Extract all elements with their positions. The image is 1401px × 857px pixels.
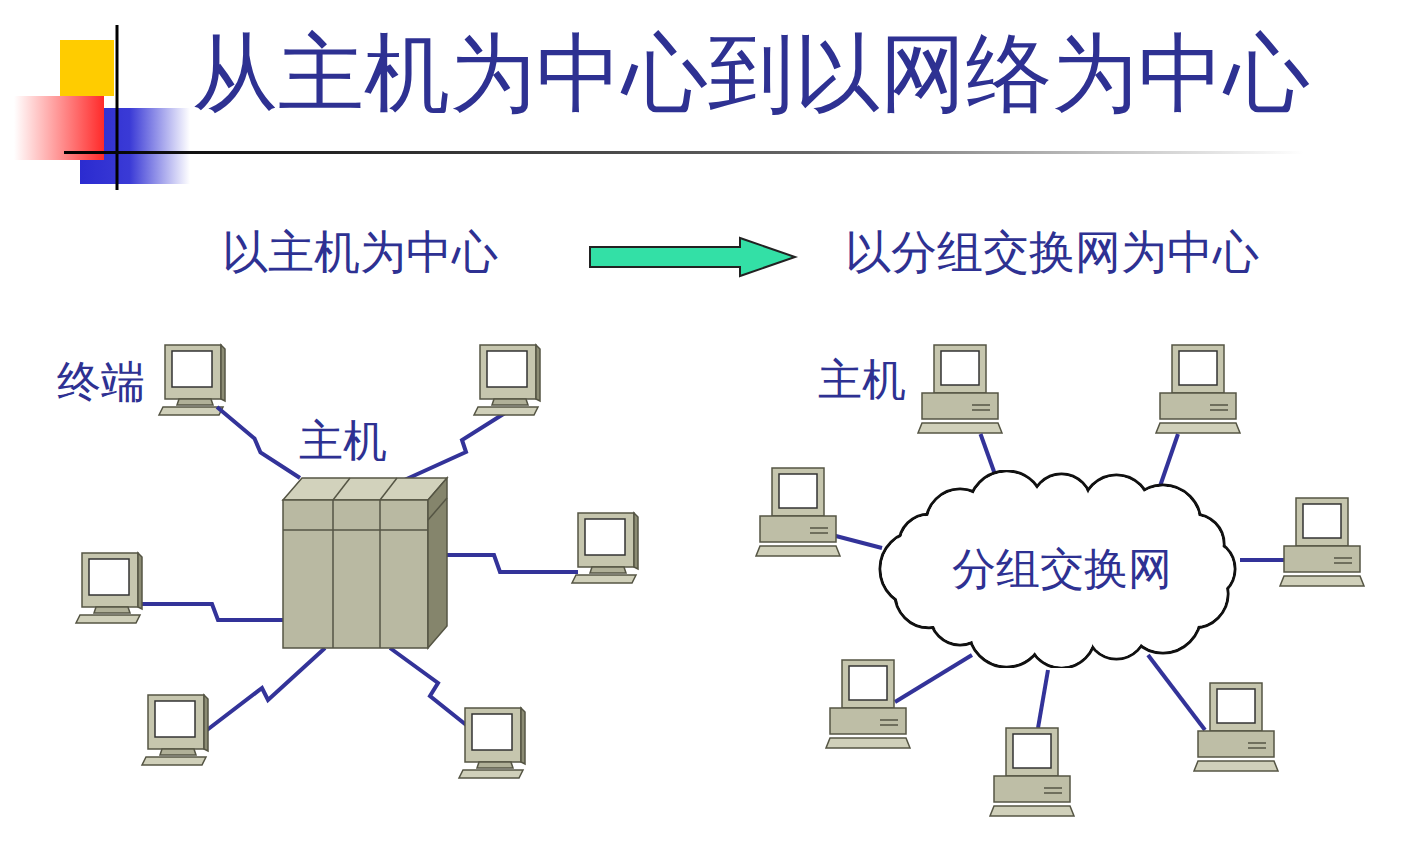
node-label: 主机 xyxy=(818,355,906,406)
terminal-wire xyxy=(207,648,325,730)
host-icon xyxy=(1156,345,1240,433)
mainframe-node: 主机 xyxy=(283,478,447,648)
terminal-icon xyxy=(459,708,525,778)
red-square xyxy=(14,96,104,160)
terminal-wire xyxy=(400,413,505,482)
host-icon xyxy=(826,660,910,748)
yellow-square xyxy=(60,40,114,96)
section-heading: 以分组交换网为中心 xyxy=(845,226,1259,279)
host-icon xyxy=(990,728,1074,816)
host-wire xyxy=(1158,434,1178,492)
terminal-wire xyxy=(390,648,470,728)
terminal-node: 终端 xyxy=(165,345,225,415)
terminal-icon xyxy=(142,695,208,765)
terminal-wire xyxy=(140,604,283,620)
host-icon xyxy=(918,345,1002,433)
node-label: 主机 xyxy=(299,416,387,467)
host-wire xyxy=(1148,655,1205,730)
section-heading: 以主机为中心 xyxy=(222,226,498,279)
transition-arrow xyxy=(590,238,795,276)
network-link xyxy=(217,407,300,478)
terminal-wire xyxy=(447,555,578,572)
mainframe-icon xyxy=(283,478,447,648)
terminal-icon xyxy=(474,345,540,415)
host-icon xyxy=(1194,683,1278,771)
slide-title: 从主机为中心到以网络为中心 xyxy=(192,24,1310,123)
terminal-icon xyxy=(76,553,142,623)
node-label: 终端 xyxy=(57,357,145,408)
node-label: 分组交换网 xyxy=(952,544,1172,595)
cloud-node: 分组交换网 xyxy=(878,470,1245,668)
host-wire xyxy=(1038,670,1048,728)
host-wire xyxy=(895,655,972,702)
host-wire xyxy=(1240,558,1284,562)
horizontal-rule xyxy=(64,151,1304,154)
host-node: 主机 xyxy=(922,345,1000,433)
host-icon xyxy=(756,468,840,556)
host-wire xyxy=(832,535,882,548)
terminal-icon xyxy=(159,345,225,415)
host-icon xyxy=(1280,498,1364,586)
vertical-rule xyxy=(116,25,119,190)
terminal-icon xyxy=(572,513,638,583)
